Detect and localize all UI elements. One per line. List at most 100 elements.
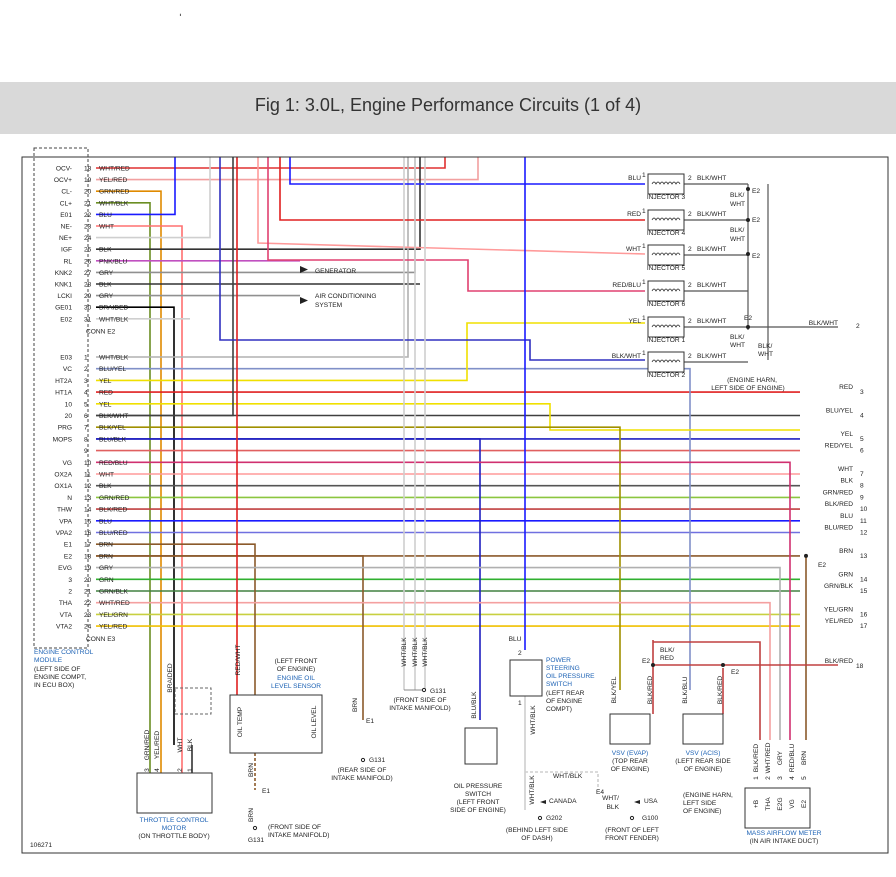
e3-out-wire: YEL/GRN bbox=[824, 606, 853, 613]
e2-wire: WHT/BLK bbox=[99, 200, 129, 207]
e3-wire: YEL bbox=[99, 378, 112, 385]
e3-wire: GRN/BLK bbox=[99, 589, 129, 596]
arrow-icon bbox=[300, 297, 308, 304]
ops-label: (LEFT FRONT bbox=[457, 799, 500, 806]
ps-location: OF ENGINE bbox=[546, 698, 583, 705]
e3-pin: 22 bbox=[84, 600, 92, 607]
e3-wire: BLU/YEL bbox=[99, 366, 126, 373]
e2-terminal: KNK1 bbox=[55, 282, 73, 289]
splice bbox=[746, 325, 750, 329]
e3-pin: 3 bbox=[84, 378, 88, 385]
maf-pin: E2G bbox=[777, 797, 784, 810]
throttle-pin: 4 bbox=[154, 768, 161, 772]
ps-label: OIL PRESSURE bbox=[546, 673, 595, 680]
injector-pin: 2 bbox=[688, 282, 692, 289]
injector-out-wire: BLK/WHT bbox=[697, 318, 726, 325]
e3-pin: 10 bbox=[84, 460, 92, 467]
vsv-acis-box bbox=[682, 713, 724, 745]
blu-label: BLU bbox=[509, 636, 522, 643]
e3-terminal: 10 bbox=[65, 401, 73, 408]
ops-label: SIDE OF ENGINE) bbox=[450, 807, 506, 814]
brn-label: BRN bbox=[352, 698, 359, 712]
e2-wire: PNK/BLU bbox=[99, 258, 127, 265]
e2-wire-line bbox=[96, 157, 176, 216]
e2-wire: BRAIDED bbox=[99, 305, 129, 312]
e3-terminal: MOPS bbox=[53, 436, 73, 443]
e2-terminal: NE+ bbox=[59, 235, 72, 242]
g131-loc: INTAKE MANIFOLD) bbox=[389, 705, 450, 712]
g202-loc: (BEHIND LEFT SIDE bbox=[506, 827, 569, 834]
g100-loc: (FRONT OF LEFT bbox=[605, 827, 659, 834]
e2-wire: GRY bbox=[99, 270, 114, 277]
throttle-wire: BLK bbox=[187, 738, 194, 751]
e3-out-wire: YEL bbox=[841, 431, 854, 438]
e2-wire: WHT/BLK bbox=[99, 316, 129, 323]
e2-label: E2 bbox=[731, 669, 739, 676]
arrow-icon bbox=[634, 800, 640, 804]
conn-e2-label: CONN E2 bbox=[86, 328, 116, 335]
e3-terminal: THA bbox=[59, 600, 73, 607]
e3-wire-vc bbox=[96, 367, 691, 690]
e3-pin: 23 bbox=[84, 612, 92, 619]
e2-terminal: OCV+ bbox=[54, 177, 72, 184]
injector-pin: 1 bbox=[642, 315, 646, 322]
e2-wire: WHT/RED bbox=[99, 166, 130, 173]
e3-pin: 20 bbox=[84, 577, 92, 584]
e2-pin: 19 bbox=[84, 177, 92, 184]
ac-label: AIR CONDITIONING bbox=[315, 293, 377, 300]
splice bbox=[746, 218, 750, 222]
g202-label: G202 bbox=[546, 815, 562, 822]
splice bbox=[746, 252, 750, 256]
ground-g131-c bbox=[421, 687, 427, 693]
vsv-evap-label: VSV (EVAP) bbox=[612, 750, 649, 757]
ecm-label: MODULE bbox=[34, 657, 63, 664]
e3-out-wire: BLK/RED bbox=[825, 501, 853, 508]
e3-terminal: PRG bbox=[58, 425, 72, 432]
e2-terminal: E02 bbox=[60, 316, 72, 323]
e2-wire-line bbox=[96, 190, 162, 745]
harness2: LEFT SIDE bbox=[683, 800, 717, 807]
g131-loc: INTAKE MANIFOLD) bbox=[331, 775, 392, 782]
ps-pin: 2 bbox=[518, 650, 522, 657]
wht-slash: WHT/ bbox=[602, 795, 619, 802]
red-label: RED bbox=[660, 655, 674, 662]
e3-wire-10 bbox=[96, 402, 800, 431]
arrow-icon bbox=[300, 266, 308, 273]
out-blkred-num: 18 bbox=[856, 663, 864, 670]
splice-e2-label: E2 bbox=[818, 562, 826, 569]
injector-pin: 2 bbox=[688, 318, 692, 325]
e2-terminal: IGF bbox=[61, 247, 72, 254]
e3-terminal: VTA bbox=[60, 612, 73, 619]
vsv-evap-label: OF ENGINE) bbox=[611, 766, 649, 773]
injector-pin: 1 bbox=[642, 350, 646, 357]
harness2: OF ENGINE) bbox=[683, 808, 721, 815]
ecm-location: IN ECU BOX) bbox=[34, 682, 74, 689]
e3-pin: 17 bbox=[84, 542, 92, 549]
e3-terminal: E1 bbox=[64, 542, 72, 549]
e3-out-num: 13 bbox=[860, 553, 868, 560]
e3-out-num: 4 bbox=[860, 413, 864, 420]
vsv-acis-label: OF ENGINE) bbox=[684, 766, 722, 773]
maf-wire: WHT/RED bbox=[765, 742, 772, 773]
wht-blk-label: WHT/BLK bbox=[422, 637, 429, 667]
throttle-pin: 2 bbox=[177, 768, 184, 772]
e3-terminal: 3 bbox=[68, 577, 72, 584]
vsv-acis-label: (LEFT REAR SIDE bbox=[675, 758, 731, 765]
harness2: (ENGINE HARN, bbox=[683, 792, 733, 799]
brn-label: BRN bbox=[248, 763, 255, 777]
e4-label: E4 bbox=[596, 789, 604, 796]
e3-pin: 6 bbox=[84, 413, 88, 420]
e3-wire: GRY bbox=[99, 565, 114, 572]
injector-pin: 1 bbox=[642, 208, 646, 215]
e3-terminal: E2 bbox=[64, 553, 72, 560]
red-wht-label: RED/WHT bbox=[235, 645, 242, 676]
e3-wire: BRN bbox=[99, 553, 113, 560]
braided-label: BRAIDED bbox=[167, 663, 174, 693]
shield-box bbox=[174, 687, 212, 715]
inj3-feed bbox=[289, 157, 645, 185]
ps-label: STEERING bbox=[546, 665, 580, 672]
e3-wire: BLU/BLK bbox=[99, 436, 127, 443]
e3-terminal: OX1A bbox=[54, 483, 72, 490]
splice bbox=[746, 187, 750, 191]
